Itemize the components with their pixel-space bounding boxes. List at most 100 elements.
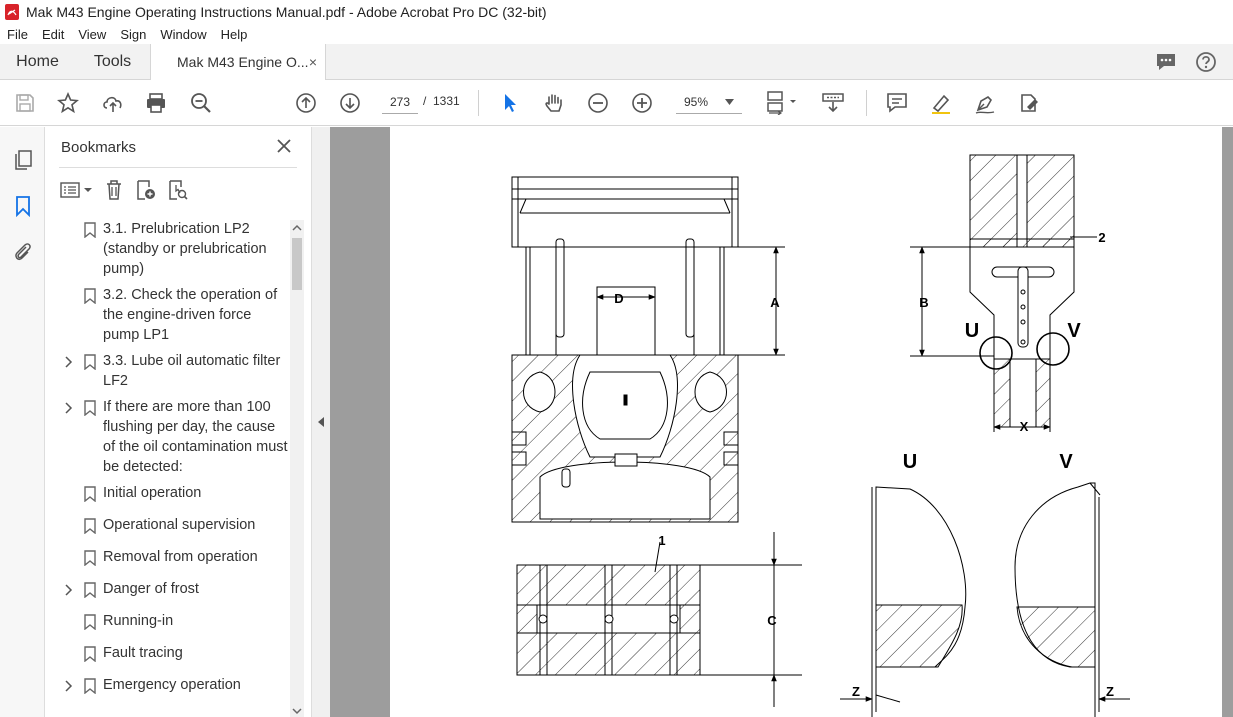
plus-circle-icon [632, 93, 652, 113]
bookmark-item[interactable]: Danger of frost [59, 579, 291, 599]
bookmarks-scrollbar[interactable] [290, 220, 304, 717]
navigation-rail [0, 127, 45, 717]
panel-splitter[interactable] [312, 127, 330, 717]
bookmark-icon [84, 678, 96, 694]
select-tool-button[interactable] [497, 90, 523, 116]
menu-file[interactable]: File [7, 26, 28, 42]
zoom-dropdown[interactable]: 95% [676, 90, 742, 114]
page-thumbnails-button[interactable] [10, 147, 36, 173]
save-button[interactable] [12, 90, 38, 116]
zoom-in-button[interactable] [629, 90, 655, 116]
bookmark-item[interactable]: Initial operation [59, 483, 291, 503]
fill-sign-button[interactable] [1016, 90, 1042, 116]
detail-v-drawing [1014, 482, 1130, 717]
tab-home[interactable]: Home [16, 52, 59, 70]
document-view[interactable]: D A 1 C 2 B U V X U V Z Z [330, 127, 1233, 717]
star-icon [57, 92, 79, 114]
bookmark-icon [84, 354, 96, 370]
menu-window[interactable]: Window [160, 26, 207, 42]
bookmark-item[interactable]: 3.3. Lube oil automatic filter LF2 [59, 351, 291, 391]
menu-view[interactable]: View [78, 26, 107, 42]
bookmark-add-icon [137, 180, 155, 200]
bookmark-search-icon [169, 180, 188, 200]
bookmark-item[interactable]: 3.2. Check the operation of the engine-d… [59, 285, 291, 345]
bookmark-item[interactable]: If there are more than 100 flushing per … [59, 397, 291, 477]
tab-document[interactable]: Mak M43 Engine O... × [150, 44, 326, 80]
bookmark-icon [84, 614, 96, 630]
draw-button[interactable] [972, 90, 998, 116]
bookmark-label: 3.1. Prelubrication LP2 (standby or prel… [103, 221, 267, 277]
find-bookmark-button[interactable] [165, 177, 191, 203]
zoom-search-button[interactable] [188, 90, 214, 116]
page-number-input[interactable] [382, 90, 418, 114]
dimension-a-label: A [770, 295, 780, 310]
highlighter-pen-icon [932, 94, 950, 114]
hand-tool-button[interactable] [541, 90, 567, 116]
bookmark-caret[interactable] [59, 351, 79, 368]
upload-button[interactable] [100, 90, 126, 116]
callout-1-label: 1 [658, 533, 665, 548]
toolbar-divider [478, 90, 479, 116]
pen-nib-icon [975, 96, 995, 114]
piston-drawing [511, 176, 739, 523]
help-icon[interactable] [1195, 51, 1217, 73]
close-icon[interactable] [275, 137, 293, 155]
bookmark-icon [84, 486, 96, 502]
keyboard-down-icon [822, 93, 844, 113]
next-page-button[interactable] [337, 90, 363, 116]
printer-icon [147, 93, 165, 113]
add-comment-button[interactable] [884, 90, 910, 116]
bookmark-item[interactable]: Emergency operation [59, 675, 291, 695]
bookmark-caret[interactable] [59, 397, 79, 414]
dimension-b-label: B [919, 295, 928, 310]
bookmark-label: 3.3. Lube oil automatic filter LF2 [103, 353, 281, 389]
bookmark-caret [59, 643, 79, 648]
bookmark-item[interactable]: Removal from operation [59, 547, 291, 567]
comment-note-icon [887, 93, 907, 113]
scroll-mode-button[interactable] [820, 90, 846, 116]
main-toolbar: / 1331 95% [0, 80, 1233, 126]
save-icon [16, 94, 34, 112]
scroll-down-icon[interactable] [290, 705, 304, 717]
bookmarks-panel-button[interactable] [10, 193, 36, 219]
delete-bookmark-button[interactable] [101, 177, 127, 203]
bookmark-caret [59, 611, 79, 616]
connecting-rod-detail [969, 154, 1097, 428]
tab-tools[interactable]: Tools [93, 52, 132, 70]
scrollbar-thumb[interactable] [292, 238, 302, 290]
bookmark-star-button[interactable] [55, 90, 81, 116]
bookmarks-toolbar [59, 177, 197, 203]
bookmark-options-button[interactable] [59, 177, 95, 203]
cloud-upload-icon [103, 96, 122, 112]
scroll-up-icon[interactable] [290, 222, 304, 234]
zoom-out-button[interactable] [585, 90, 611, 116]
bookmark-item[interactable]: Running-in [59, 611, 291, 631]
bookmark-label: If there are more than 100 flushing per … [103, 399, 288, 475]
chevron-down-icon [725, 98, 734, 105]
collapse-panel-icon[interactable] [317, 416, 325, 428]
bookmark-caret[interactable] [59, 675, 79, 692]
menu-sign[interactable]: Sign [120, 26, 147, 42]
tab-close-icon[interactable]: × [308, 54, 317, 70]
trash-icon [107, 180, 121, 200]
menu-help[interactable]: Help [220, 26, 248, 42]
bookmark-icon [84, 582, 96, 598]
attachments-button[interactable] [10, 239, 36, 265]
comment-icon[interactable] [1155, 51, 1177, 73]
bookmark-caret [59, 483, 79, 488]
page-display-button[interactable] [764, 90, 800, 116]
bookmark-item[interactable]: Fault tracing [59, 643, 291, 663]
menu-edit[interactable]: Edit [41, 26, 65, 42]
detail-v-marker: V [1067, 320, 1081, 342]
highlight-button[interactable] [928, 90, 954, 116]
bookmark-caret[interactable] [59, 579, 79, 596]
previous-page-button[interactable] [293, 90, 319, 116]
bookmark-item[interactable]: 3.1. Prelubrication LP2 (standby or prel… [59, 219, 291, 279]
arrow-down-circle-icon [340, 93, 360, 113]
new-bookmark-button[interactable] [133, 177, 159, 203]
callout-2-label: 2 [1098, 230, 1105, 245]
print-button[interactable] [143, 90, 169, 116]
bookmark-item[interactable]: Operational supervision [59, 515, 291, 535]
bookmarks-panel: Bookmarks 3.1. Prelubrication LP2 (stand… [45, 127, 312, 717]
bookmark-label: 3.2. Check the operation of the engine-d… [103, 287, 278, 343]
